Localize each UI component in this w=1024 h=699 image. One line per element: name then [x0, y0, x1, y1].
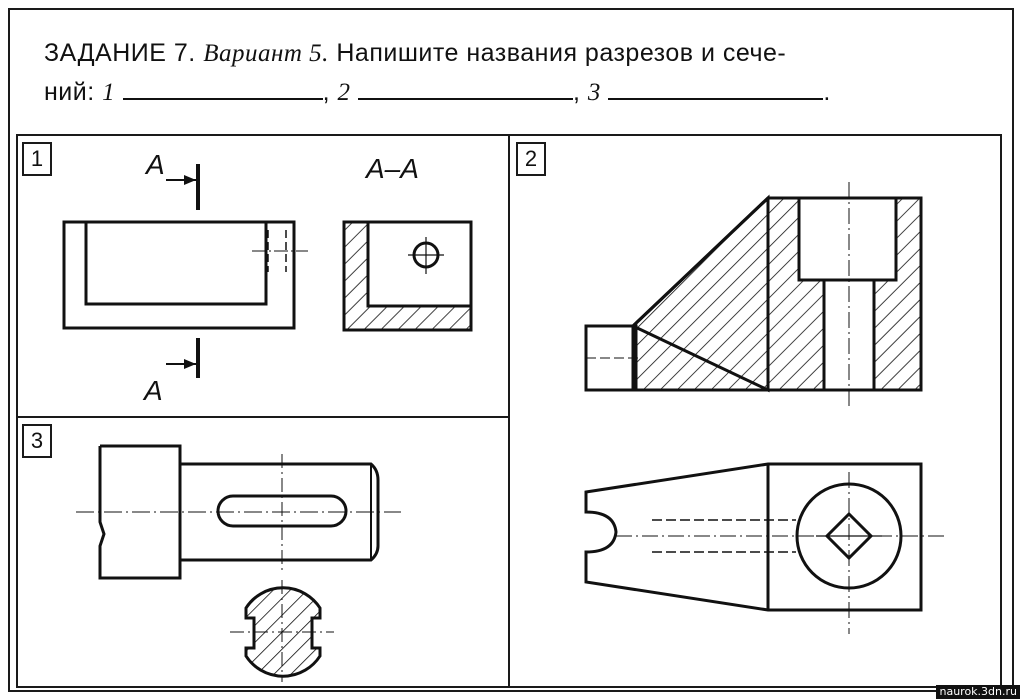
answer-blank-2[interactable] [357, 80, 573, 100]
cut-letter-top: A [144, 149, 165, 180]
panel-3-drawing [76, 444, 401, 682]
shaft-head [98, 444, 182, 580]
task-variant: Вариант 5. [203, 40, 329, 67]
task-instruction: Напишите названия разрезов и сече- [336, 39, 787, 67]
front-view-cavity [84, 220, 268, 306]
section-title: A–A [364, 153, 419, 184]
panel-label-2: 2 [516, 142, 546, 176]
section-hatch-left [631, 196, 826, 392]
counterbore [797, 196, 898, 282]
blank-3-label: 3 [587, 79, 601, 106]
watermark: naurok.3dn.ru [936, 685, 1020, 699]
front-view-outline [62, 220, 296, 330]
shaft-body [180, 462, 380, 562]
section-a-a-hatched [342, 220, 473, 332]
task-instruction-cont: ний: [44, 78, 95, 106]
blank-1-label: 1 [102, 79, 116, 106]
task-line-1: ЗАДАНИЕ 7. Вариант 5. Напишите названия … [44, 34, 984, 73]
answer-blank-1[interactable] [122, 80, 323, 100]
plan-view-outline [584, 462, 923, 612]
technical-drawings: A A A–A [16, 134, 1002, 688]
panel-1-drawing: A A A–A [62, 149, 473, 406]
separator-comma: , [322, 78, 331, 106]
task-number: 7. [173, 39, 196, 67]
task-line-2: ний: 1 , 2 , 3 . [44, 73, 984, 112]
task-heading: ЗАДАНИЕ [44, 39, 167, 67]
cut-letter-bottom: A [142, 375, 163, 406]
answer-blank-3[interactable] [608, 80, 824, 100]
task-statement: ЗАДАНИЕ 7. Вариант 5. Напишите названия … [44, 34, 984, 112]
panel-label-3: 3 [22, 424, 52, 458]
drawing-area: A A A–A [16, 134, 1002, 688]
separator-comma: , [572, 78, 581, 106]
panel-2-drawing [584, 182, 946, 634]
worksheet-frame [8, 8, 1014, 692]
panel-label-1: 1 [22, 142, 52, 176]
separator-period: . [823, 78, 831, 106]
blank-2-label: 2 [337, 79, 351, 106]
